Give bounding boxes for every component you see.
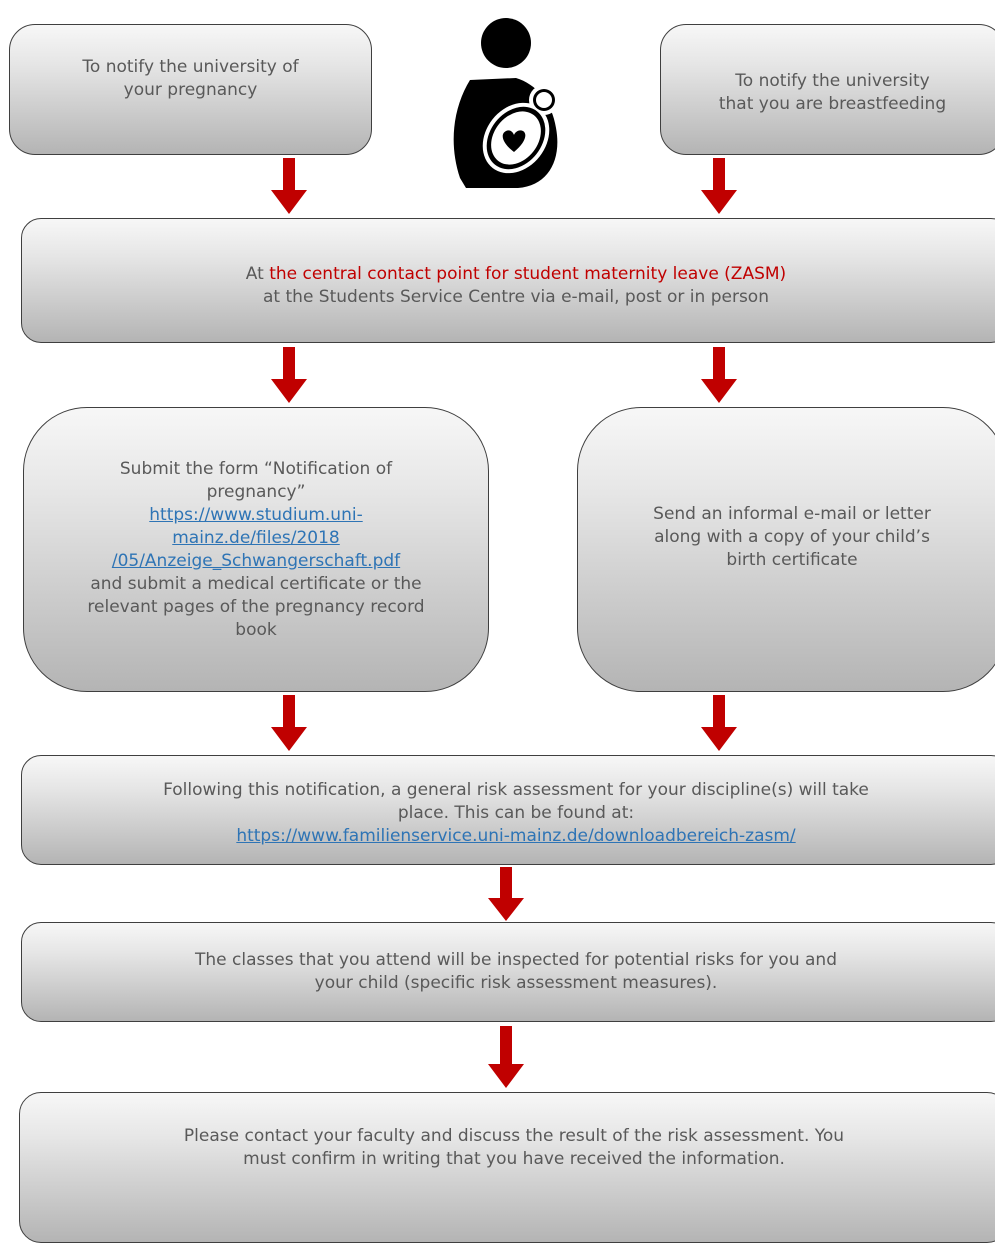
contact-point-line: At the central contact point for student…: [246, 263, 786, 286]
box-text-line: your child (specific risk assessment mea…: [314, 973, 718, 993]
arrow-down: [701, 695, 737, 751]
risk-assessment-link[interactable]: https://www.familienservice.uni-mainz.de…: [236, 825, 796, 846]
box-text-line: your pregnancy: [123, 79, 258, 100]
arrow-down: [271, 347, 307, 403]
box-text-line: birth certificate: [726, 550, 858, 570]
arrow-down: [701, 158, 737, 214]
box-text-line: at the Students Service Centre via e-mai…: [263, 286, 769, 307]
box-text-line: Please contact your faculty and discuss …: [183, 1125, 845, 1146]
notify-breastfeeding-box: To notify the university that you are br…: [660, 24, 995, 155]
notify-pregnancy-box: To notify the university of your pregnan…: [9, 24, 372, 155]
box-text-line: Send an informal e-mail or letter: [653, 504, 931, 524]
zasm-highlight: the central contact point for student ma…: [269, 263, 787, 284]
arrow-down: [271, 695, 307, 751]
box-text-line: that you are breastfeeding: [718, 93, 947, 114]
box-text-line: The classes that you attend will be insp…: [195, 950, 837, 970]
box-text-line: Submit the form “Notification of: [119, 458, 393, 479]
box-text-line: must confirm in writing that you have re…: [243, 1148, 785, 1169]
pregnancy-form-link[interactable]: mainz.de/files/2018: [172, 527, 340, 548]
box-text-line: place. This can be found at:: [397, 802, 635, 823]
arrow-down: [701, 347, 737, 403]
mother-child-icon: [453, 18, 559, 188]
box-text-line: along with a copy of your child’s: [654, 527, 930, 547]
box-text-line: To notify the university: [735, 70, 930, 91]
arrow-down: [488, 867, 524, 921]
arrow-down: [488, 1026, 524, 1088]
pregnancy-form-link[interactable]: /05/Anzeige_Schwangerschaft.pdf: [111, 550, 401, 571]
general-risk-assessment-box: Following this notification, a general r…: [21, 755, 995, 865]
submit-form-box: Submit the form “Notification of pregnan…: [23, 407, 489, 692]
classes-inspected-box: The classes that you attend will be insp…: [21, 922, 995, 1022]
box-text-line: To notify the university of: [82, 56, 299, 77]
heart-icon: [502, 130, 526, 152]
box-text-line: book: [235, 619, 277, 640]
contact-faculty-box: Please contact your faculty and discuss …: [19, 1092, 995, 1243]
contact-point-box: At the central contact point for student…: [21, 218, 995, 343]
box-text-line: Following this notification, a general r…: [163, 779, 869, 800]
pregnancy-form-link[interactable]: https://www.studium.uni-: [149, 504, 363, 525]
box-text-line: pregnancy”: [206, 481, 306, 502]
send-letter-box: Send an informal e-mail or letter along …: [577, 407, 995, 692]
arrow-down: [271, 158, 307, 214]
box-text-line: relevant pages of the pregnancy record: [87, 596, 425, 617]
contact-prefix: At: [245, 263, 270, 284]
box-text-line: and submit a medical certificate or the: [90, 573, 422, 594]
